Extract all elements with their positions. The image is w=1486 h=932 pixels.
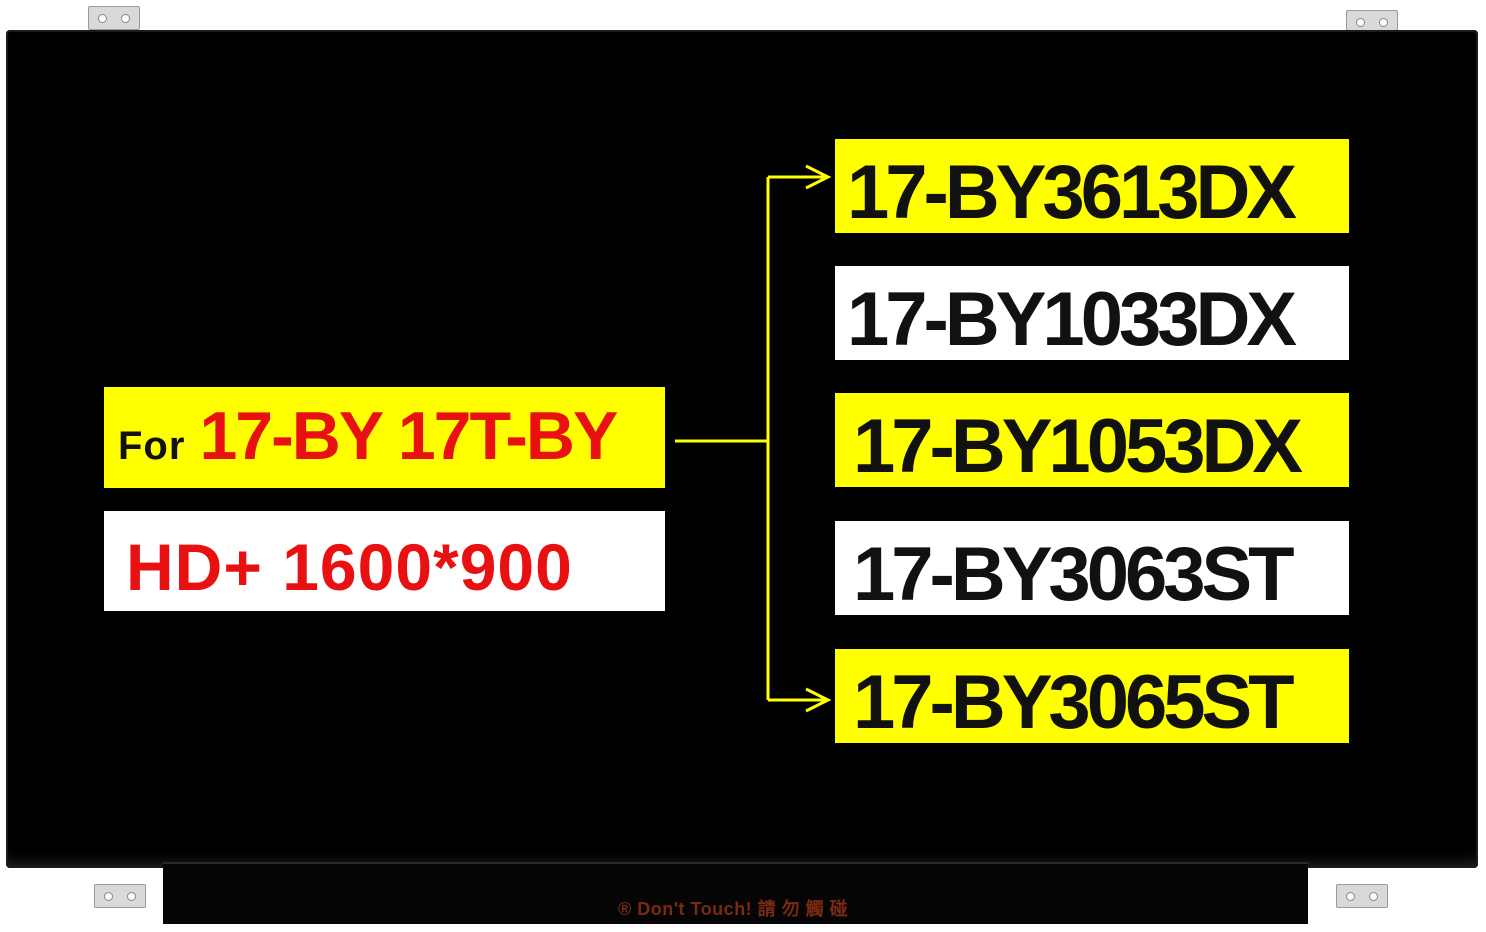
mount-bracket-bottom-right	[1336, 884, 1388, 908]
compatibility-models: 17-BY 17T-BY	[199, 398, 618, 474]
model-label-2: 17-BY1033DX	[835, 266, 1349, 360]
mount-bracket-bottom-left	[94, 884, 146, 908]
model-label-5: 17-BY3065ST	[835, 649, 1349, 743]
compatibility-label: For 17-BY 17T-BY	[104, 387, 665, 488]
model-label-4: 17-BY3063ST	[835, 521, 1349, 615]
resolution-label: HD+ 1600*900	[104, 511, 665, 611]
mount-bracket-top-left	[88, 6, 140, 30]
model-label-3: 17-BY1053DX	[835, 393, 1349, 487]
pcb-warning-text: ® Don't Touch! 請 勿 觸 碰	[618, 899, 849, 919]
arrow-bottom-icon	[805, 687, 832, 713]
arrow-top-icon	[805, 164, 832, 190]
model-label-1: 17-BY3613DX	[835, 139, 1349, 233]
compatibility-prefix: For	[118, 424, 186, 468]
pcb-strip: ® Don't Touch! 請 勿 觸 碰	[163, 862, 1308, 924]
